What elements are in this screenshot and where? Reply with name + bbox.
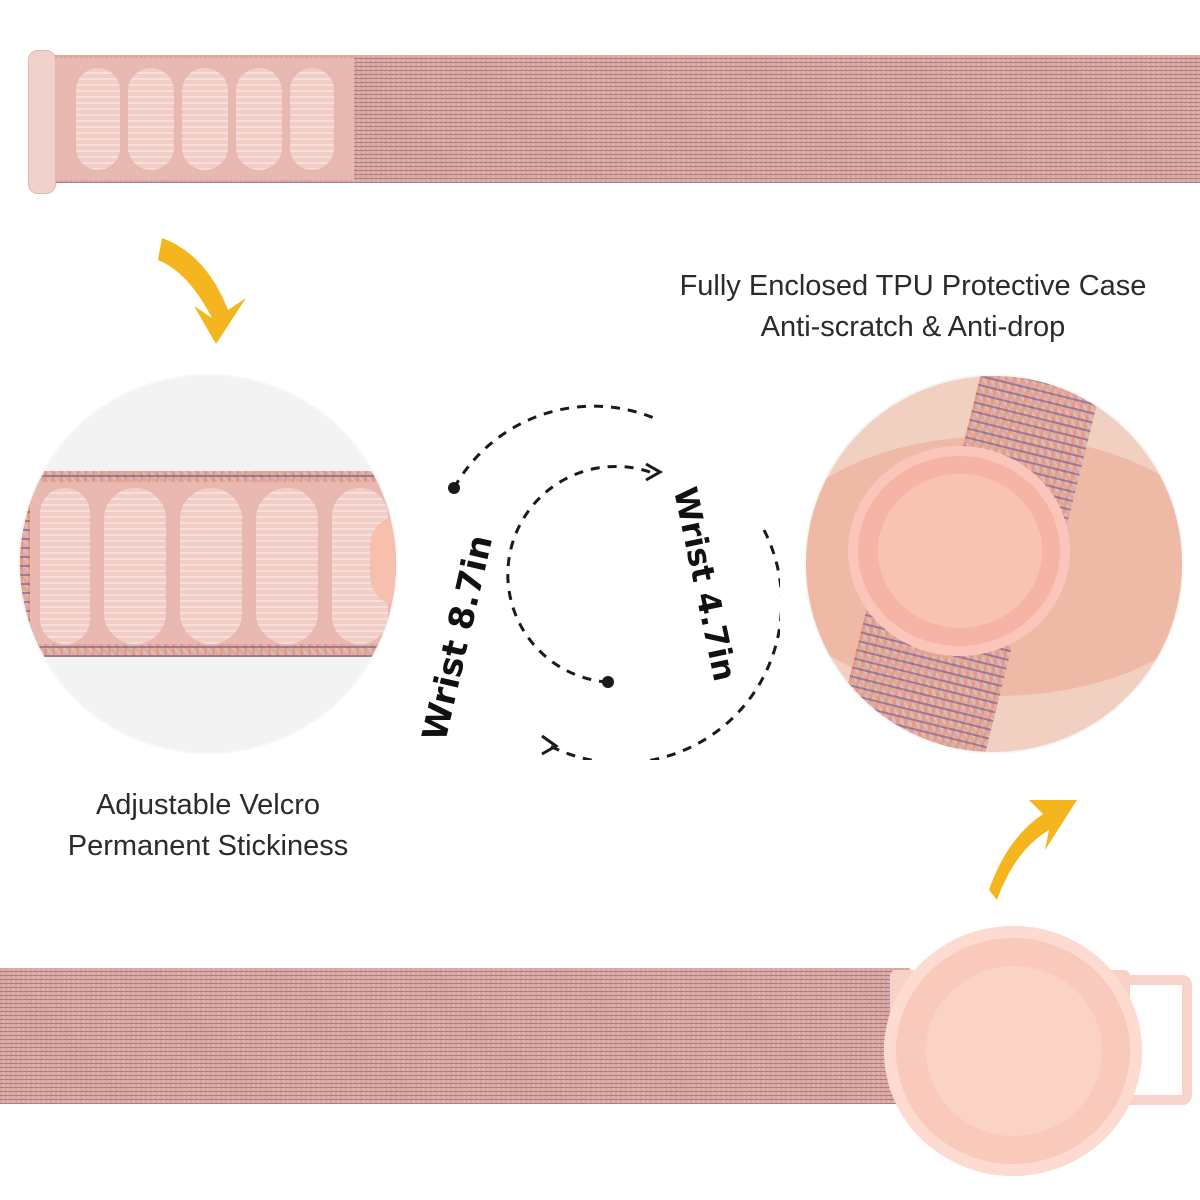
right-feature-line2: Anti-scratch & Anti-drop	[760, 311, 1066, 343]
outer-size-arc	[549, 529, 780, 760]
closeup-case-edge	[370, 516, 396, 606]
wrist-case-photo	[806, 376, 1182, 752]
velcro-pad	[234, 66, 284, 172]
bottom-strap	[0, 968, 910, 1104]
right-feature-line1: Fully Enclosed TPU Protective Case	[679, 270, 1147, 302]
top-velcro-panel	[56, 58, 354, 180]
inner-size-arc	[506, 464, 651, 684]
case-lens	[878, 474, 1042, 628]
velcro-pad	[180, 66, 230, 172]
outer-size-arc	[452, 404, 655, 489]
bottom-case-lens	[926, 966, 1102, 1136]
velcro-closeup-photo	[20, 376, 396, 752]
velcro-pad	[178, 486, 244, 646]
outer-arc-arrowhead	[541, 734, 559, 756]
inner-arc-arrowhead	[645, 462, 664, 482]
inner-arc-dot	[602, 676, 614, 688]
outer-arc-dot	[448, 482, 460, 494]
velcro-pad	[74, 66, 122, 172]
arrow-up-icon	[989, 800, 1077, 900]
velcro-pad	[288, 66, 336, 172]
arrow-down-icon	[158, 238, 246, 344]
left-feature-caption: Adjustable Velcro Permanent Stickiness	[20, 785, 396, 867]
velcro-pad	[126, 66, 176, 172]
left-feature-line1: Adjustable Velcro	[95, 789, 321, 821]
velcro-pad	[254, 486, 320, 646]
velcro-pad	[38, 486, 92, 646]
wrist-size-diagram	[448, 404, 780, 760]
left-feature-line2: Permanent Stickiness	[67, 830, 349, 862]
top-strap-end-cap	[28, 50, 56, 194]
right-feature-caption: Fully Enclosed TPU Protective Case Anti-…	[628, 266, 1198, 348]
velcro-pad	[102, 486, 168, 646]
